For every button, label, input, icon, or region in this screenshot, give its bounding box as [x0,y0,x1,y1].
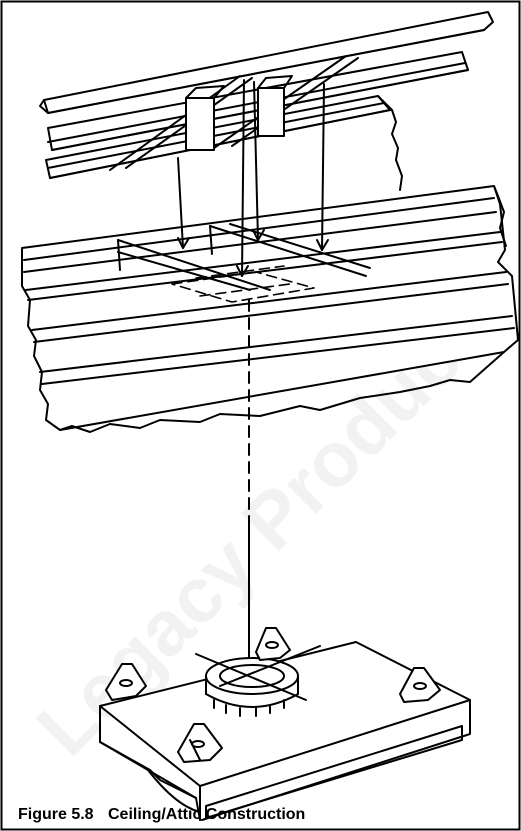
figure-caption: Figure 5.8 Ceiling/Attic Construction [18,806,305,824]
upper-rafter [39,11,494,114]
figure-number: Figure 5.8 [18,806,94,823]
alignment-arrows [177,79,329,277]
break-line-upper [377,95,403,191]
mounting-collar [195,645,321,717]
figure-title: Ceiling/Attic Construction [108,806,306,823]
mounting-template-outline [171,265,315,303]
corner-brackets [105,627,441,763]
ceiling-joist-assembly [21,185,519,433]
diagonal-braces [109,55,359,171]
